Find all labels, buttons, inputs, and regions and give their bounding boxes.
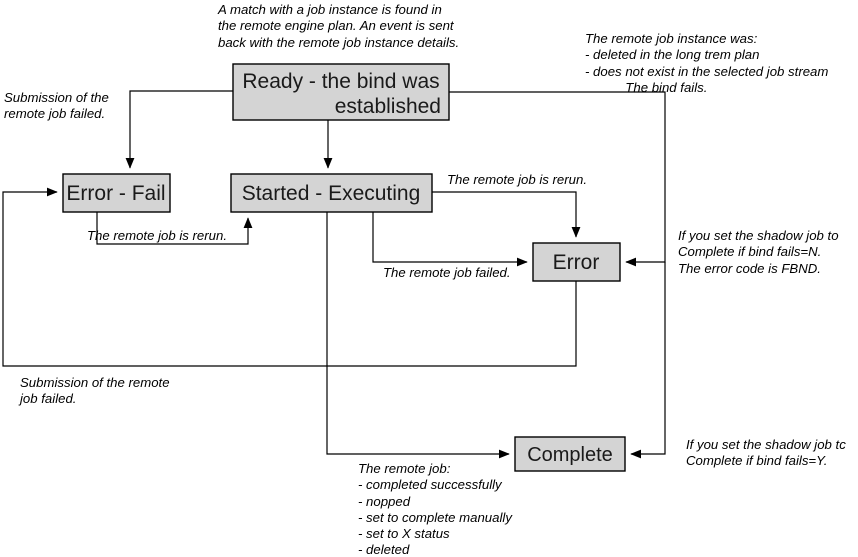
node-complete-label: Complete	[527, 444, 613, 466]
annotation-job-rerun-right: The remote job is rerun.	[447, 172, 587, 187]
edge-error-to-errorfail	[2, 187, 577, 367]
edge-ready-to-complete	[630, 262, 666, 459]
annotation-bind-fails-y: If you set the shadow job tc Complete if…	[686, 437, 846, 469]
annotation-bind-established: A match with a job instance is found in …	[218, 2, 460, 50]
edge-started-to-error-rerun	[432, 191, 581, 238]
node-error[interactable]: Error	[532, 242, 621, 282]
node-ready[interactable]: Ready - the bind was established	[232, 63, 450, 121]
edge-ready-to-error	[449, 91, 666, 267]
node-error-fail-label: Error - Fail	[66, 182, 165, 205]
edge-started-to-complete	[326, 212, 510, 459]
annotation-bind-fails-n: If you set the shadow job to Complete if…	[678, 228, 839, 276]
edge-ready-to-errorfail	[125, 90, 233, 169]
node-started-executing-label: Started - Executing	[242, 182, 421, 205]
annotation-submission-failed-bottom: Submission of the remote job failed.	[20, 375, 170, 407]
node-error-box[interactable]	[532, 242, 621, 282]
node-ready-label-line2: established	[335, 95, 441, 118]
node-started-executing[interactable]: Started - Executing	[230, 173, 433, 213]
annotation-job-failed: The remote job failed.	[383, 265, 511, 280]
annotation-remote-job-outcomes: The remote job: - completed successfully…	[358, 461, 512, 557]
node-ready-label-line1: Ready - the bind was	[242, 70, 439, 93]
annotation-submission-failed-top: Submission of the remote job failed.	[4, 90, 109, 122]
node-complete[interactable]: Complete	[514, 436, 626, 472]
annotation-job-rerun-left: The remote job is rerun.	[87, 228, 227, 243]
node-complete-box[interactable]	[514, 436, 626, 472]
annotation-bind-fails: The remote job instance was: - deleted i…	[585, 31, 829, 95]
edge-started-to-error-failed	[372, 212, 528, 267]
node-started-executing-box[interactable]	[230, 173, 433, 213]
node-error-label: Error	[553, 251, 600, 274]
node-ready-box[interactable]	[232, 63, 450, 121]
node-error-fail-box[interactable]	[62, 173, 171, 213]
node-error-fail[interactable]: Error - Fail	[62, 173, 171, 213]
edge-errorfail-to-started	[96, 212, 253, 245]
